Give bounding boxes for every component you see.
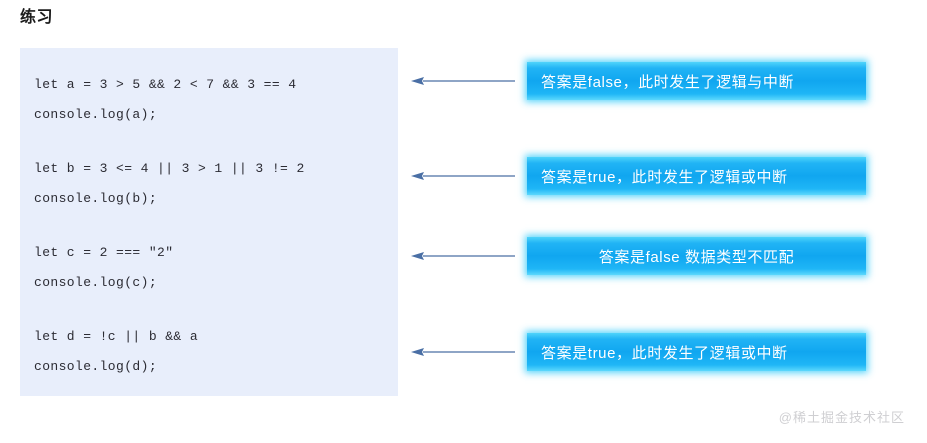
code-line: let b = 3 <= 4 || 3 > 1 || 3 != 2 (34, 161, 305, 176)
code-group: let d = !c || b && a console.log(d); (34, 322, 398, 382)
code-line: let a = 3 > 5 && 2 < 7 && 3 == 4 (34, 77, 297, 92)
code-line: console.log(c); (34, 275, 158, 290)
page-title: 练习 (20, 9, 54, 26)
code-line: console.log(d); (34, 359, 158, 374)
code-group: let c = 2 === "2" console.log(c); (34, 238, 398, 298)
arrow-left-icon-2 (409, 170, 515, 182)
code-line: let d = !c || b && a (34, 329, 199, 344)
code-line: console.log(a); (34, 107, 158, 122)
code-line: let c = 2 === "2" (34, 245, 174, 260)
code-block: let a = 3 > 5 && 2 < 7 && 3 == 4 console… (20, 48, 398, 396)
code-line: console.log(b); (34, 191, 158, 206)
annotation-callout-4: 答案是true，此时发生了逻辑或中断 (527, 333, 866, 371)
annotation-callout-1: 答案是false，此时发生了逻辑与中断 (527, 62, 866, 100)
arrow-left-icon-1 (409, 75, 515, 87)
watermark: @稀土掘金技术社区 (778, 410, 905, 425)
annotation-callout-3: 答案是false 数据类型不匹配 (527, 237, 866, 275)
code-group: let b = 3 <= 4 || 3 > 1 || 3 != 2 consol… (34, 154, 398, 214)
annotation-callout-2: 答案是true，此时发生了逻辑或中断 (527, 157, 866, 195)
arrow-left-icon-4 (409, 346, 515, 358)
code-group: let a = 3 > 5 && 2 < 7 && 3 == 4 console… (34, 70, 398, 130)
arrow-left-icon-3 (409, 250, 515, 262)
